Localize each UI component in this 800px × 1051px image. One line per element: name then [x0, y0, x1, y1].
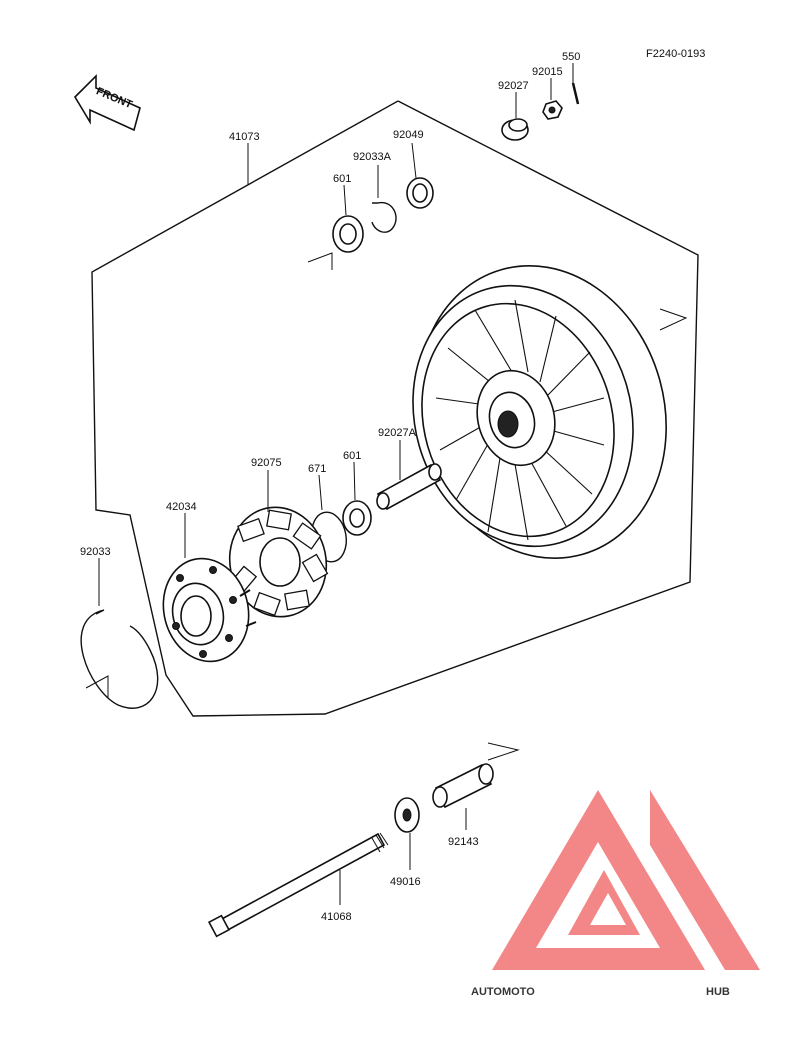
label-550: 550 [562, 51, 580, 63]
axis-arrow-left [85, 675, 109, 698]
circlip-92033A [371, 201, 397, 233]
label-671: 671 [308, 463, 326, 475]
front-arrow-icon: FRONT [73, 74, 141, 132]
label-92015: 92015 [532, 66, 563, 78]
bearing-601-mid [342, 500, 372, 536]
label-92027: 92027 [498, 80, 529, 92]
label-92033A: 92033A [353, 151, 392, 163]
collar-92027A [376, 463, 442, 511]
figure-code: F2240-0193 [646, 48, 705, 60]
label-92049: 92049 [393, 129, 424, 141]
collar-92027 [501, 118, 529, 141]
label-41073: 41073 [229, 131, 260, 143]
label-41068: 41068 [321, 911, 352, 923]
label-49016: 49016 [390, 876, 421, 888]
label-92027A: 92027A [378, 427, 417, 439]
pin-550 [571, 82, 580, 105]
nut-92015 [542, 100, 563, 120]
circlip-92033 [80, 609, 159, 709]
sprocket-hub-42034 [162, 557, 257, 663]
label-601-mid: 601 [343, 450, 361, 462]
axis-arrow-right [659, 308, 688, 331]
label-92033: 92033 [80, 546, 111, 558]
collar-92143 [432, 763, 494, 809]
axle-41068 [207, 832, 389, 938]
label-42034: 42034 [166, 501, 197, 513]
axis-arrow-bottom [487, 742, 520, 761]
washer-49016 [394, 797, 420, 833]
wheel-rim [412, 265, 667, 559]
seal-92049 [406, 177, 434, 209]
label-92075: 92075 [251, 457, 282, 469]
label-601-top: 601 [333, 173, 351, 185]
brand-text-right: HUB [706, 986, 730, 998]
brand-text-left: AUTOMOTO [471, 986, 535, 998]
assembly-outline [91, 100, 699, 717]
brand-logo-icon [492, 790, 760, 970]
label-92143: 92143 [448, 836, 479, 848]
axis-arrow-top [307, 252, 333, 270]
bearing-601-top [332, 215, 364, 253]
